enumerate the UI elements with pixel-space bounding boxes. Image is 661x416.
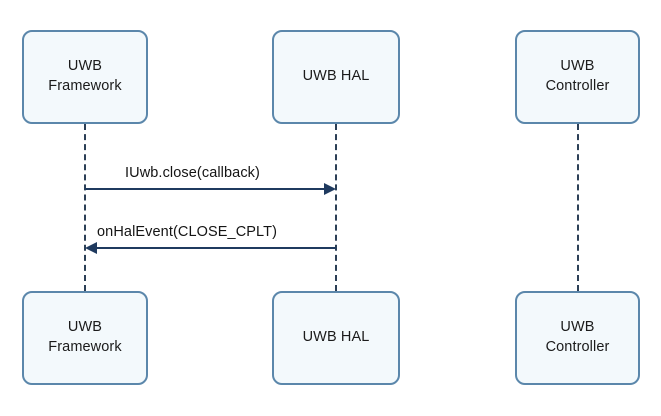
message-arrowhead-close — [324, 183, 336, 195]
participant-head-uwb-hal[interactable]: UWB HAL — [272, 30, 400, 124]
participant-head-uwb-controller[interactable]: UWB Controller — [515, 30, 640, 124]
lifeline-uwb-controller — [577, 124, 579, 291]
message-line-close-cplt — [97, 247, 336, 249]
participant-foot-label-uwb-framework: UWB Framework — [48, 319, 122, 355]
lifeline-uwb-framework — [84, 124, 86, 291]
participant-foot-uwb-hal[interactable]: UWB HAL — [272, 291, 400, 385]
participant-label-uwb-controller: UWB Controller — [545, 58, 610, 94]
message-line-close — [85, 188, 324, 190]
message-label-close: IUwb.close(callback) — [125, 165, 260, 181]
participant-label-uwb-framework: UWB Framework — [48, 58, 122, 94]
message-label-close-cplt: onHalEvent(CLOSE_CPLT) — [97, 224, 278, 240]
participant-foot-label-uwb-controller: UWB Controller — [545, 319, 610, 355]
lifeline-uwb-hal — [335, 124, 337, 291]
message-arrowhead-close-cplt — [85, 242, 97, 254]
participant-foot-label-uwb-hal: UWB HAL — [302, 329, 370, 346]
participant-foot-uwb-framework[interactable]: UWB Framework — [22, 291, 148, 385]
participant-head-uwb-framework[interactable]: UWB Framework — [22, 30, 148, 124]
participant-foot-uwb-controller[interactable]: UWB Controller — [515, 291, 640, 385]
participant-label-uwb-hal: UWB HAL — [302, 68, 370, 85]
